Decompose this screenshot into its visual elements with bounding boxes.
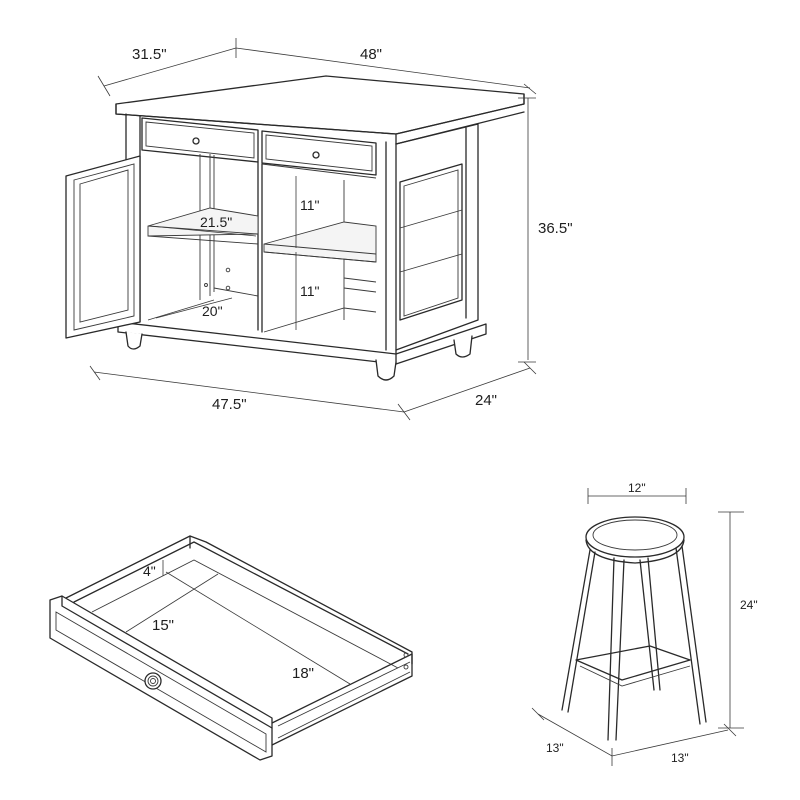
island-top-depth-label: 31.5" xyxy=(132,46,167,63)
stool-base-depth-label: 13" xyxy=(546,741,564,755)
shelf-depth-label: 20" xyxy=(202,303,223,319)
lower-opening-height-label: 11" xyxy=(300,283,320,299)
island-height-label: 36.5" xyxy=(538,220,573,237)
stool-base-width-label: 13" xyxy=(671,751,689,765)
drawer-height-label: 4" xyxy=(143,563,156,579)
island-base-width-label: 47.5" xyxy=(212,396,247,413)
stool-seat-diameter-label: 12" xyxy=(628,481,646,495)
island-base-depth-label: 24" xyxy=(475,392,498,409)
drawer-width-label: 15" xyxy=(152,617,175,634)
stool-height-label: 24" xyxy=(740,598,758,612)
shelf-width-label: 21.5" xyxy=(200,214,233,230)
drawer-depth-label: 18" xyxy=(292,665,315,682)
island-top-width-label: 48" xyxy=(360,46,383,63)
upper-opening-height-label: 11" xyxy=(300,197,320,213)
